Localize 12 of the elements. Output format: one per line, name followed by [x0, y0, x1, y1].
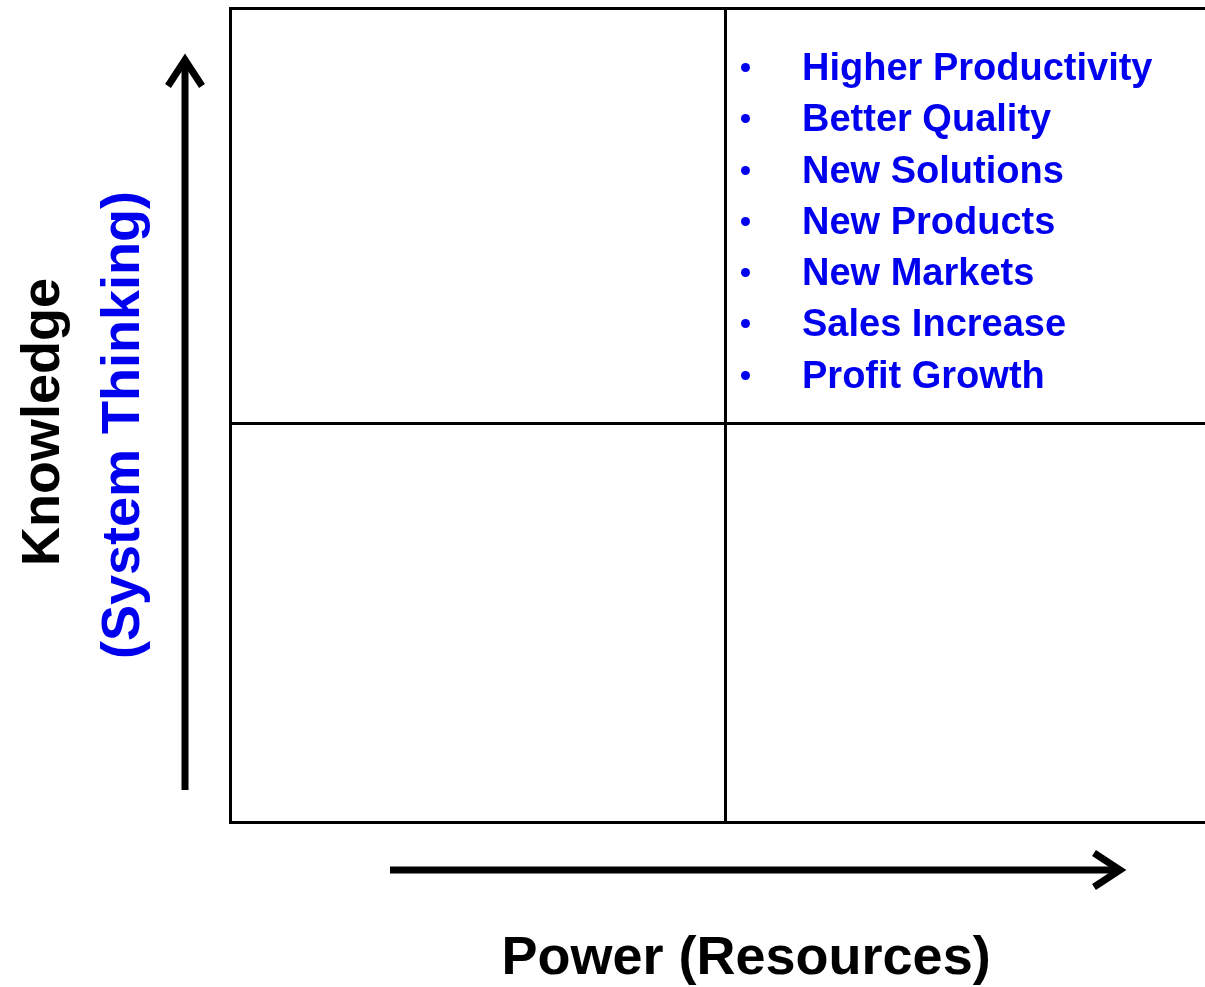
list-item: New Markets — [802, 250, 1035, 296]
list-item: Better Quality — [802, 96, 1052, 142]
axis-title: Knowledge — [9, 278, 71, 566]
list-item: Sales Increase — [802, 301, 1067, 347]
list-item: New Products — [802, 198, 1056, 244]
list-item: Profit Growth — [802, 352, 1045, 398]
matrix-quadrant — [229, 7, 727, 425]
axis-subtitle: (System Thinking) — [89, 191, 151, 659]
list-item: New Solutions — [802, 147, 1064, 193]
matrix-quadrant — [229, 422, 727, 824]
list-item: Higher Productivity — [802, 45, 1153, 90]
axis-title: Power (Resources) — [501, 924, 991, 986]
